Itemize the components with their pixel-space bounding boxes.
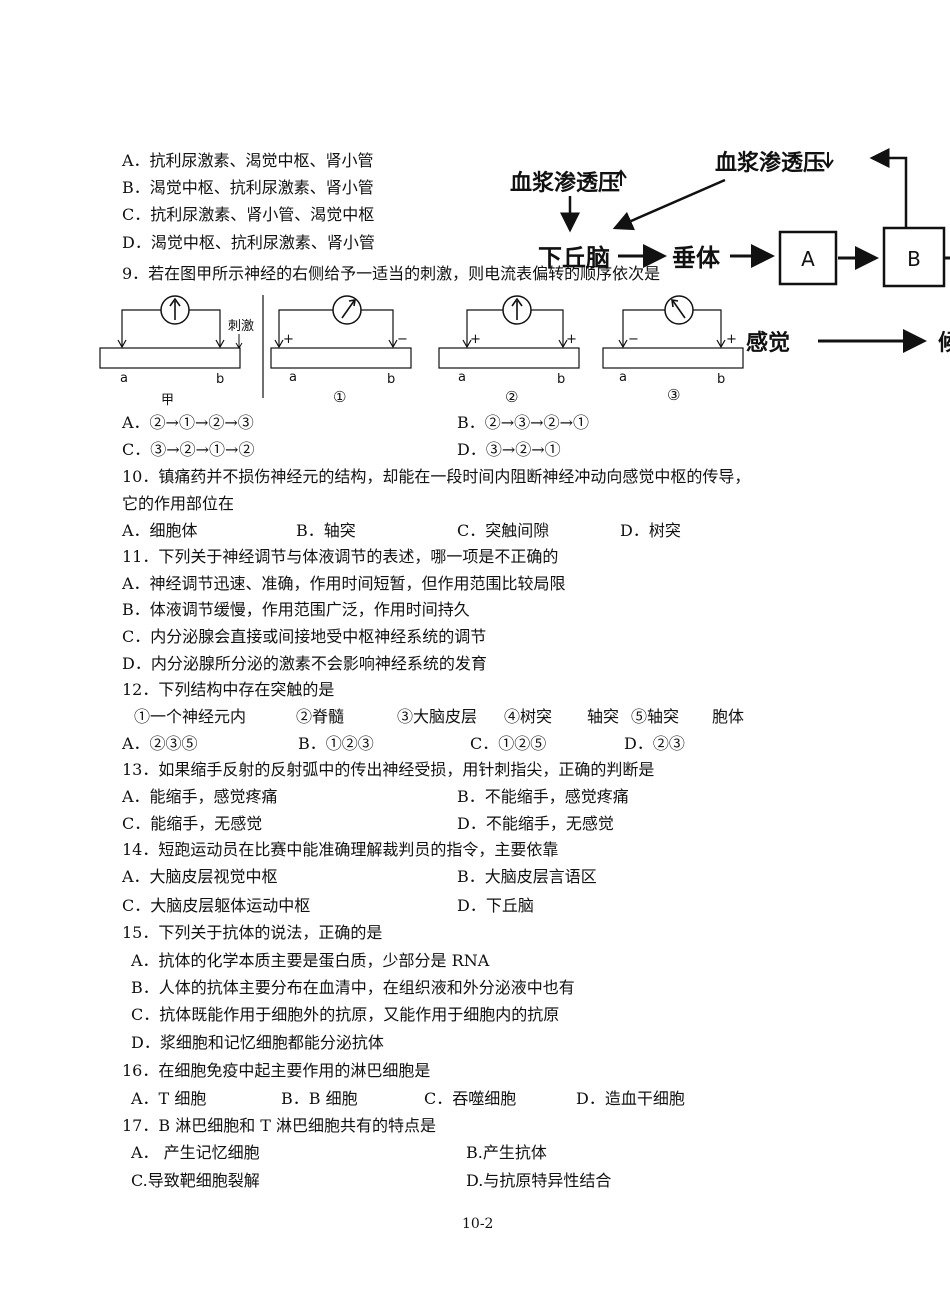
q12-option-d: D．②③ <box>624 734 685 753</box>
q14-stem: 14．短跑运动员在比赛中能准确理解裁判员的指令，主要依靠 <box>122 840 559 859</box>
q8-option-b: B．渴觉中枢、抗利尿激素、肾小管 <box>122 178 374 197</box>
q12-stem: 12．下列结构中存在突触的是 <box>122 680 335 699</box>
three-left-sign: − <box>628 332 639 347</box>
q16-option-b: B．B 细胞 <box>281 1089 358 1108</box>
q11-option-d: D．内分泌腺所分泌的激素不会影响神经系统的发育 <box>122 654 487 673</box>
arrow-plasma-down-to-hypothalamus <box>612 178 726 231</box>
three-caption: ③ <box>667 386 680 404</box>
q10-option-a: A．细胞体 <box>122 521 198 540</box>
q10-stem-line1: 10．镇痛药并不损伤神经元的结构，却能在一段时间内阻断神经冲动向感觉中枢的传导， <box>122 467 751 486</box>
box-b-label: B <box>907 247 921 271</box>
two-caption: ② <box>505 388 518 406</box>
q9-nerve-diagrams: 刺激 a b 甲 + − a b ① + + a b ② <box>99 295 744 408</box>
osmotic-flow-diagram: 血浆渗透压 血浆渗透压 下丘脑 垂体 A B 感觉 候 <box>510 148 950 355</box>
jia-b-label: b <box>216 372 224 387</box>
q13-option-d: D．不能缩手，无感觉 <box>457 814 614 833</box>
diagram-three: − + a b ③ <box>602 295 744 404</box>
q15-option-d: D．浆细胞和记忆细胞都能分泌抗体 <box>131 1033 384 1052</box>
q16-option-d: D．造血干细胞 <box>576 1089 685 1108</box>
q13-option-a: A．能缩手，感觉疼痛 <box>122 787 278 806</box>
page-number: 10-2 <box>462 1216 494 1232</box>
q10-option-d: D．树突 <box>620 521 681 540</box>
arrow-b-to-plasma-down <box>869 148 908 228</box>
q15-option-c: C．抗体既能作用于细胞外的抗原，又能作用于细胞内的抗原 <box>131 1005 560 1024</box>
q9-option-a: A．②→①→②→③ <box>122 413 254 432</box>
pituitary-label: 垂体 <box>672 245 721 272</box>
two-b-label: b <box>557 372 565 387</box>
hypothalamus-label: 下丘脑 <box>538 244 610 272</box>
q17-option-c: C.导致靶细胞裂解 <box>131 1171 260 1190</box>
one-caption: ① <box>333 388 346 406</box>
q12-item-2: ②脊髓 <box>296 707 345 726</box>
q16-stem: 16．在细胞免疫中起主要作用的淋巴细胞是 <box>122 1061 431 1080</box>
q17-option-b: B.产生抗体 <box>466 1143 547 1162</box>
q15-option-a: A．抗体的化学本质主要是蛋白质，少部分是 RNA <box>131 951 490 970</box>
q11-option-b: B．体液调节缓慢，作用范围广泛，作用时间持久 <box>122 600 470 619</box>
q13-option-b: B．不能缩手，感觉疼痛 <box>457 787 629 806</box>
box-a-label: A <box>801 247 815 271</box>
q15-stem: 15．下列关于抗体的说法，正确的是 <box>122 923 383 942</box>
up-arrow-icon <box>615 169 627 186</box>
q10-option-b: B．轴突 <box>296 521 356 540</box>
q12-option-a: A．②③⑤ <box>122 734 198 753</box>
q9-option-d: D．③→②→① <box>457 440 561 459</box>
q12-option-b: B．①②③ <box>298 734 374 753</box>
three-right-sign: + <box>726 332 737 347</box>
q14-option-c: C．大脑皮层躯体运动中枢 <box>122 896 311 915</box>
stimulus-label: 刺激 <box>228 319 254 334</box>
three-b-label: b <box>717 372 725 387</box>
q12-item-5-cont: 胞体 <box>712 707 745 726</box>
one-b-label: b <box>387 372 395 387</box>
three-a-label: a <box>619 370 627 385</box>
q8-option-a: A．抗利尿激素、渴觉中枢、肾小管 <box>122 151 374 170</box>
sensation-label: 感觉 <box>746 330 790 355</box>
down-arrow-icon <box>822 152 834 169</box>
q17-stem: 17．B 淋巴细胞和 T 淋巴细胞共有的特点是 <box>122 1116 437 1135</box>
q12-item-1: ①一个神经元内 <box>134 707 247 726</box>
q11-option-a: A．神经调节迅速、准确，作用时间短暂，但作用范围比较局限 <box>122 574 566 593</box>
one-left-sign: + <box>283 332 294 347</box>
q13-stem: 13．如果缩手反射的反射弧中的传出神经受损，用针刺指尖，正确的判断是 <box>122 760 655 779</box>
two-right-sign: + <box>566 332 577 347</box>
diagram-one: + − a b ① <box>270 295 412 406</box>
q12-item-4-cont: 轴突 <box>587 707 620 726</box>
one-a-label: a <box>289 370 297 385</box>
plasma-osmotic-down-label: 血浆渗透压 <box>715 150 825 175</box>
q14-option-a: A．大脑皮层视觉中枢 <box>122 867 278 886</box>
q9-stem: 9．若在图甲所示神经的右侧给予一适当的刺激，则电流表偏转的顺序依次是 <box>122 264 661 283</box>
q12-item-4: ④树突 <box>504 707 553 726</box>
two-a-label: a <box>458 370 466 385</box>
jia-caption: 甲 <box>161 393 174 408</box>
q12-option-c: C．①②⑤ <box>470 734 547 753</box>
one-right-sign: − <box>397 332 408 347</box>
q17-option-a: A． 产生记忆细胞 <box>131 1143 260 1162</box>
q9-option-b: B．②→③→②→① <box>457 413 589 432</box>
q12-item-5: ⑤轴突 <box>631 707 680 726</box>
q9-option-c: C．③→②→①→② <box>122 440 255 459</box>
jia-a-label: a <box>120 371 128 386</box>
q15-option-b: B．人体的抗体主要分布在血清中，在组织液和外分泌液中也有 <box>131 978 575 997</box>
sensation-output-cut-label: 候 <box>938 330 950 355</box>
diagram-jia: 刺激 a b 甲 <box>99 295 254 408</box>
q16-option-c: C．吞噬细胞 <box>424 1089 517 1108</box>
q10-stem-line2: 它的作用部位在 <box>122 494 235 513</box>
q8-option-c: C．抗利尿激素、肾小管、渴觉中枢 <box>122 205 375 224</box>
two-left-sign: + <box>470 332 481 347</box>
box-a <box>778 230 838 286</box>
q14-option-b: B．大脑皮层言语区 <box>457 867 597 886</box>
diagram-two: + + a b ② <box>438 295 580 406</box>
q17-option-d: D.与抗原特异性结合 <box>466 1171 612 1190</box>
plasma-osmotic-up-label: 血浆渗透压 <box>510 170 620 195</box>
q11-option-c: C．内分泌腺会直接或间接地受中枢神经系统的调节 <box>122 627 487 646</box>
q10-option-c: C．突触间隙 <box>457 521 550 540</box>
q12-item-3: ③大脑皮层 <box>397 707 478 726</box>
q14-option-d: D．下丘脑 <box>457 896 534 915</box>
q13-option-c: C．能缩手，无感觉 <box>122 814 263 833</box>
q11-stem: 11．下列关于神经调节与体液调节的表述，哪一项是不正确的 <box>122 547 559 566</box>
q8-option-d: D．渴觉中枢、抗利尿激素、肾小管 <box>122 233 375 252</box>
q16-option-a: A．T 细胞 <box>131 1089 207 1108</box>
